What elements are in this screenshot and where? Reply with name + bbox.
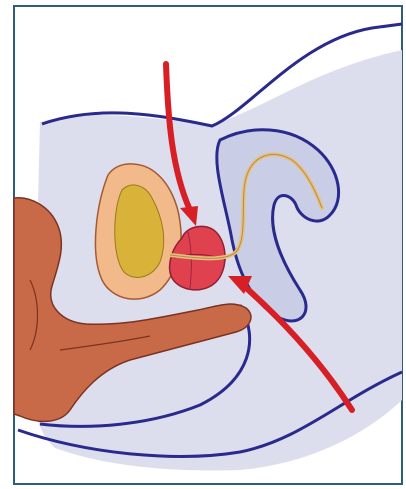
anatomy-diagram <box>0 0 406 489</box>
illustration-frame <box>0 0 406 489</box>
